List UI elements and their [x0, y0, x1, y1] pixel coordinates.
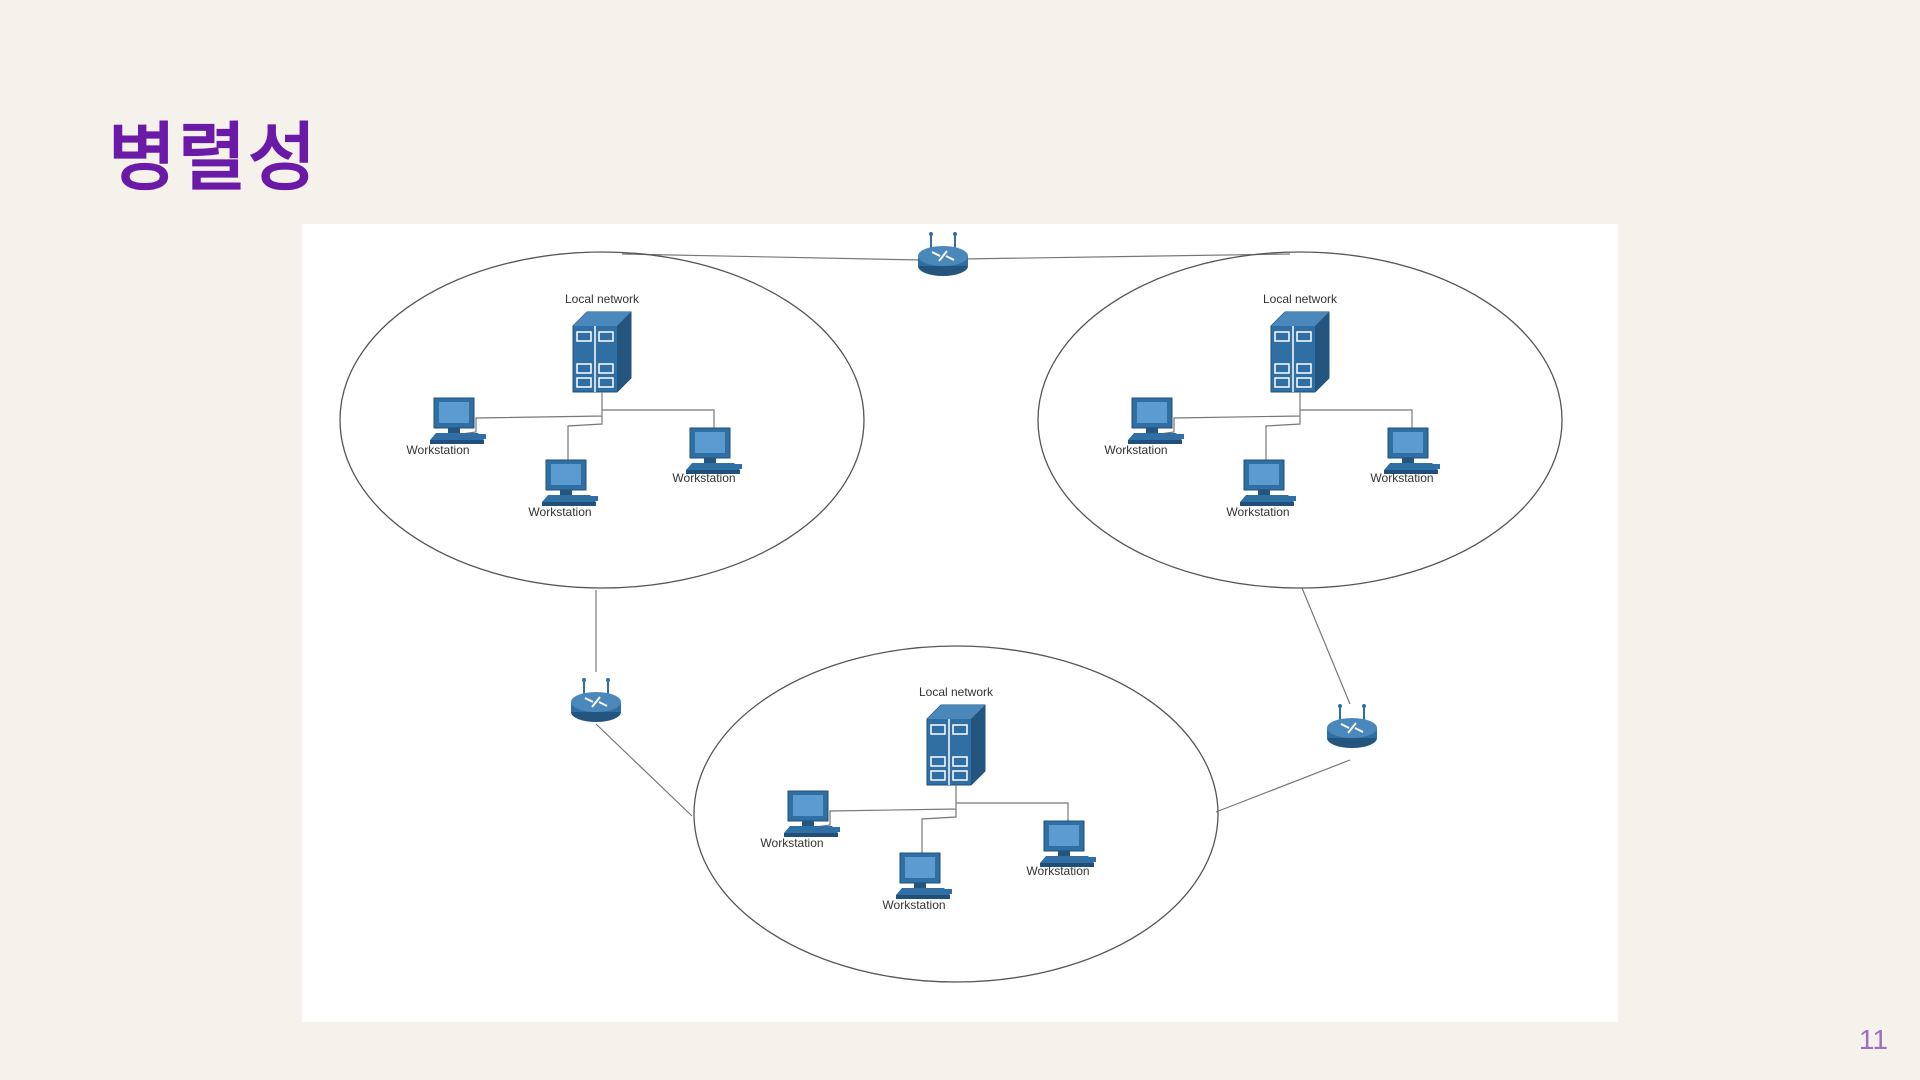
workstation-label: Workstation [1104, 443, 1167, 457]
workstation-label: Workstation [760, 836, 823, 850]
workstation-icon [1127, 397, 1185, 445]
network-label: Local network [1263, 292, 1338, 306]
server-icon [572, 311, 632, 393]
workstation-label: Workstation [528, 505, 591, 519]
workstation-icon [783, 790, 841, 838]
server-icon [1270, 311, 1330, 393]
network-boundary-right [1037, 251, 1563, 589]
workstation-label: Workstation [1226, 505, 1289, 519]
workstation-icon [1383, 427, 1441, 475]
network-boundary-bottom [693, 645, 1219, 983]
local-network-right: Local network Workstation Workstation Wo… [1104, 292, 1441, 519]
workstation-label: Workstation [406, 443, 469, 457]
slide-title: 병렬성 [108, 115, 319, 201]
workstation-label: Workstation [1026, 864, 1089, 878]
network-label: Local network [919, 685, 994, 699]
workstation-icon [1239, 459, 1297, 507]
workstation-icon [895, 852, 953, 900]
workstation-icon [541, 459, 599, 507]
workstation-label: Workstation [672, 471, 735, 485]
workstation-icon [429, 397, 487, 445]
page-number: 11 [1858, 1024, 1888, 1055]
router-icon [917, 231, 969, 277]
workstation-label: Workstation [882, 898, 945, 912]
network-boundary-left [339, 251, 865, 589]
network-diagram: Local network Workstation Workstation Wo… [302, 224, 1618, 1022]
router-icon [1326, 703, 1378, 749]
local-network-bottom: Local network Workstation Workstation Wo… [760, 685, 1097, 912]
workstation-icon [685, 427, 743, 475]
network-label: Local network [565, 292, 640, 306]
server-icon [926, 704, 986, 786]
workstation-icon [1039, 820, 1097, 868]
router-icon [570, 677, 622, 723]
workstation-label: Workstation [1370, 471, 1433, 485]
inter-network-links [595, 253, 1351, 817]
local-network-left: Local network Workstation Workstation Wo… [406, 292, 743, 519]
